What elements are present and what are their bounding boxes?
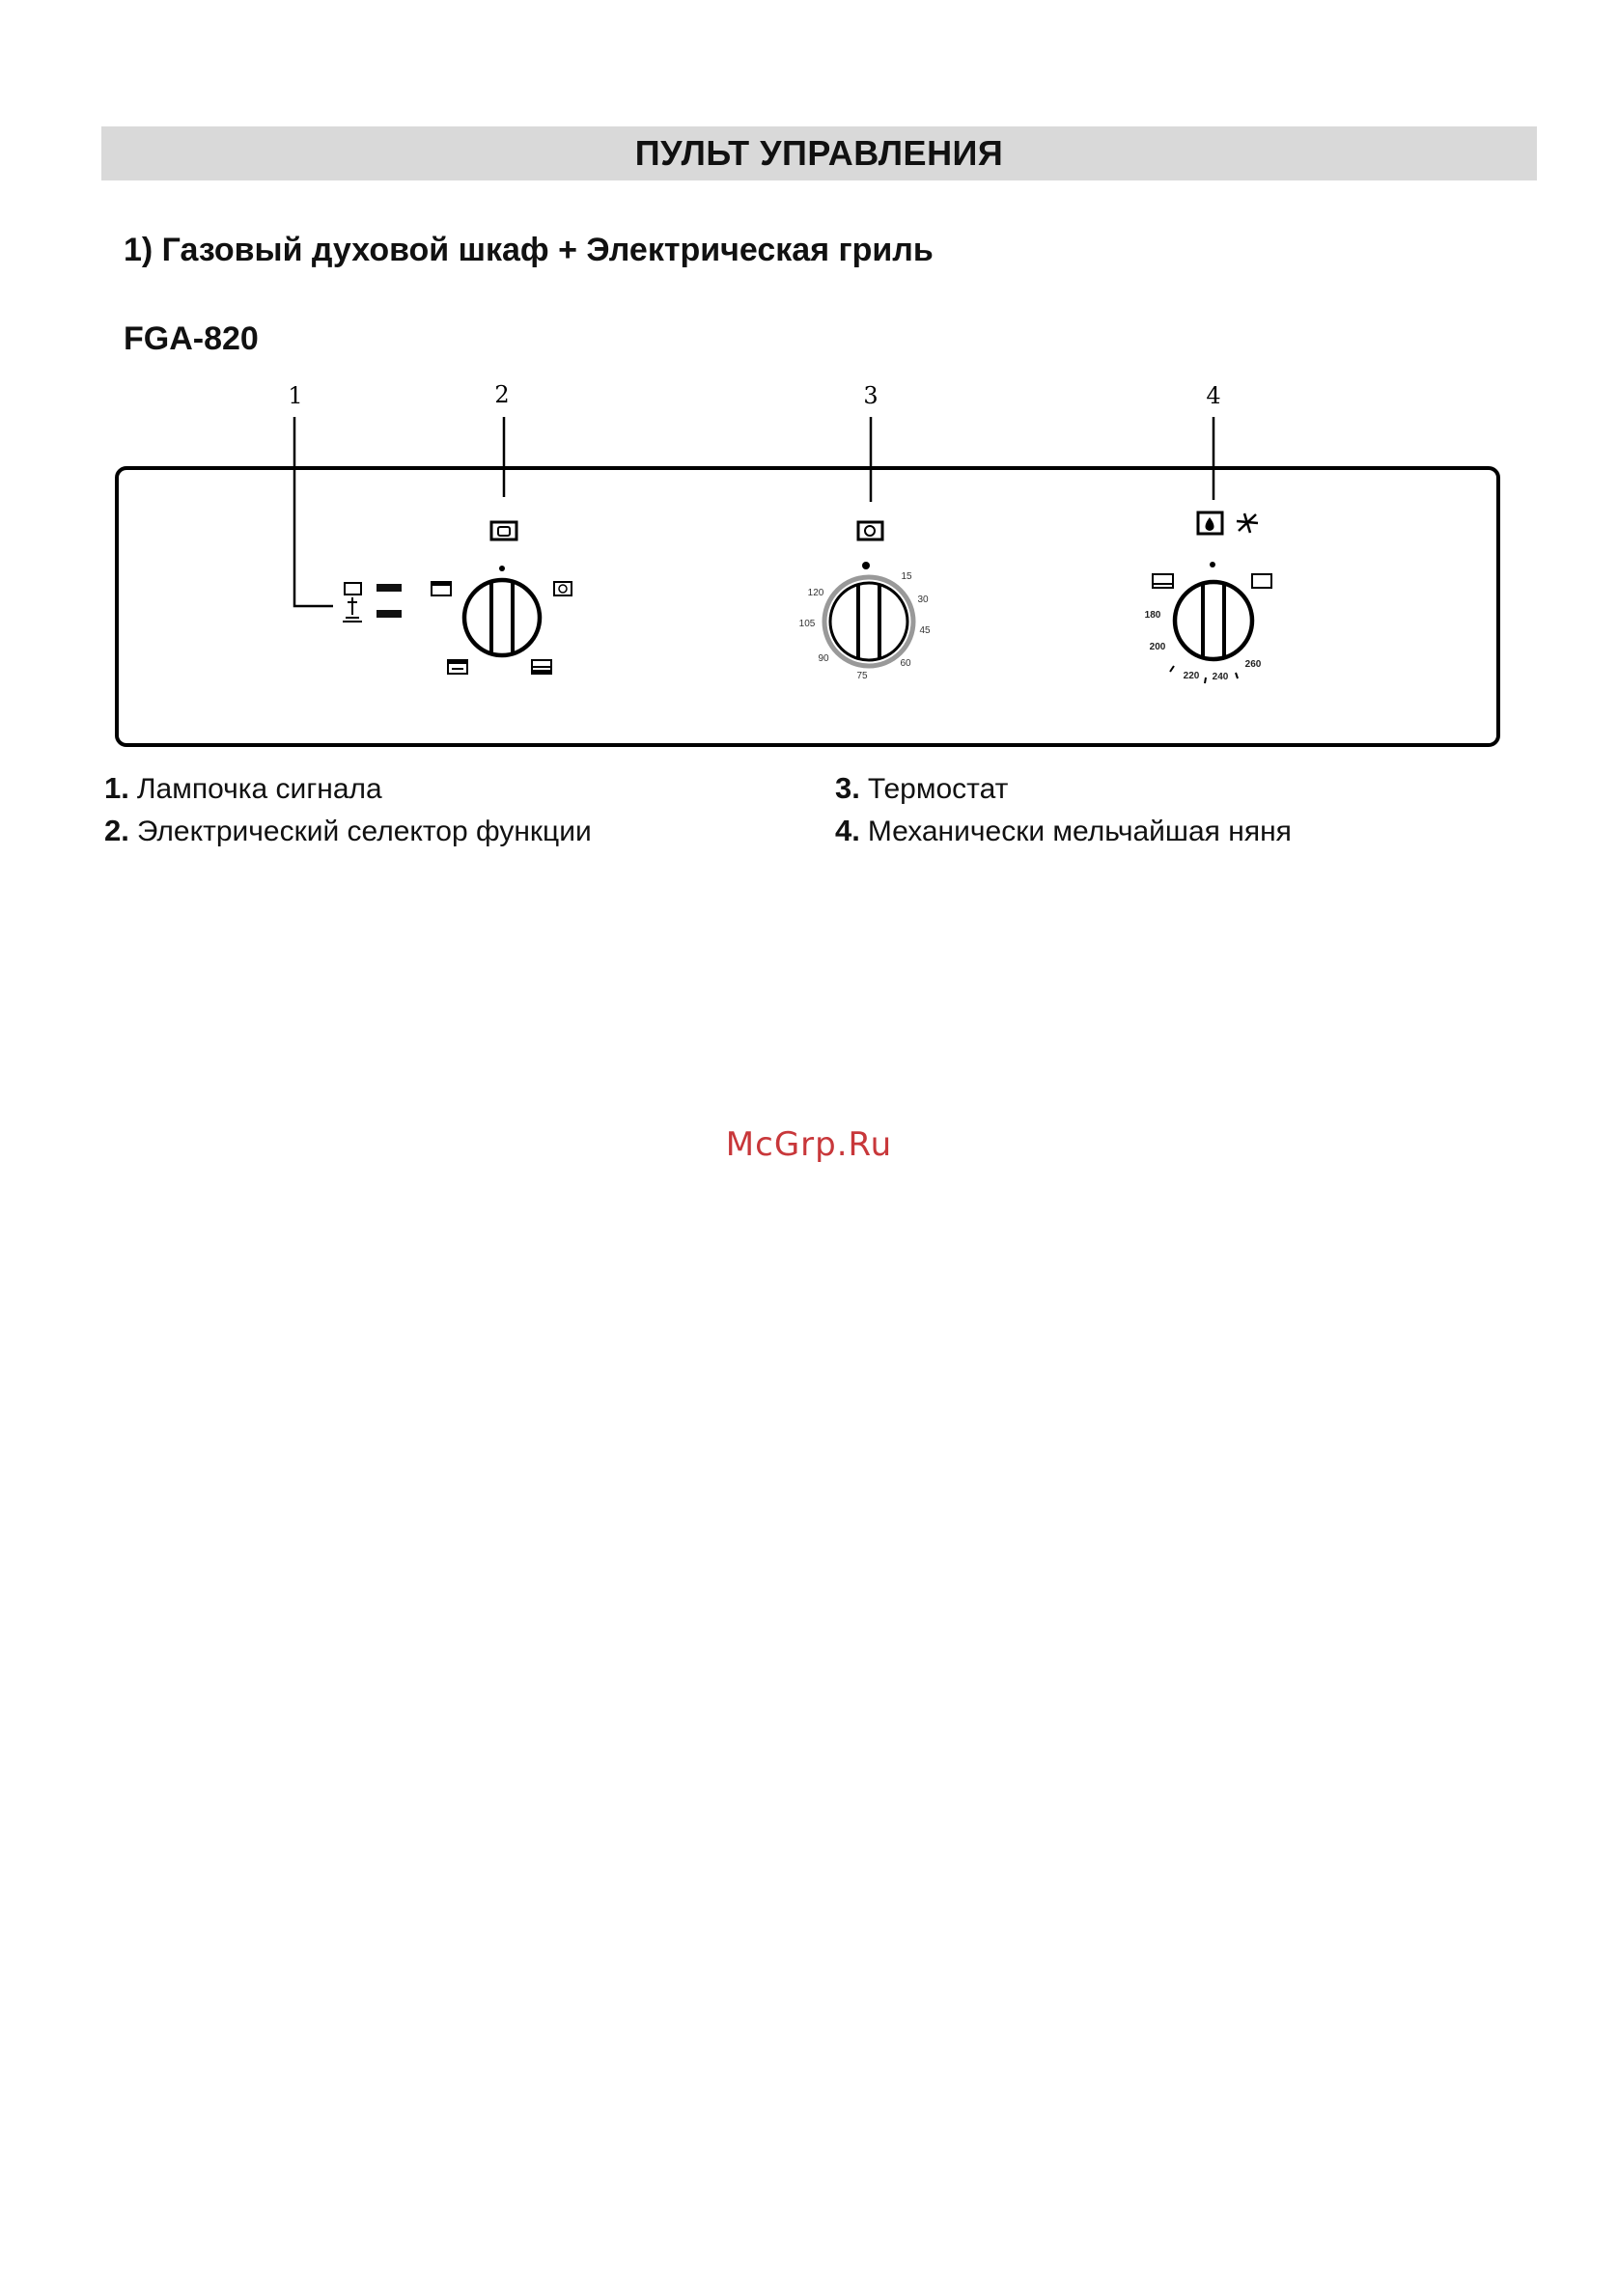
thermostat-tick-45: 45: [919, 625, 931, 636]
legend-text: Термостат: [868, 773, 1009, 805]
grill-knob[interactable]: 180 200 220 240 260: [1145, 512, 1271, 683]
grill-tick-260: 260: [1245, 659, 1262, 670]
legend-item-2: 2. Электрический селектор функции: [104, 814, 592, 848]
thermostat-knob[interactable]: 15 30 45 60 75 90 105 120: [799, 522, 931, 681]
grill-tick-200: 200: [1150, 642, 1166, 652]
timer-icon: [858, 522, 882, 539]
signal-lamp-bottom: [377, 610, 402, 618]
control-panel-diagram: 1 2 3 4: [0, 0, 1618, 772]
fan-icon: [554, 582, 572, 595]
thermostat-tick-60: 60: [900, 658, 911, 669]
legend-text: Лампочка сигнала: [137, 773, 382, 805]
thermostat-tick-105: 105: [799, 619, 816, 629]
legend-text: Механически мельчайшая няня: [868, 816, 1292, 847]
thermostat-tick-120: 120: [808, 588, 824, 598]
thermostat-tick-15: 15: [901, 571, 912, 582]
legend-item-4: 4. Механически мельчайшая няня: [835, 814, 1292, 848]
oven-icon: [1252, 574, 1271, 588]
leader-lines: [294, 417, 1214, 606]
callout-1: 1: [288, 382, 302, 409]
callout-2: 2: [494, 381, 509, 408]
grill-icon: [448, 660, 467, 674]
selector-top-icon: [491, 522, 516, 539]
top-heat-icon: [1153, 574, 1173, 588]
legend-number: 1.: [104, 771, 129, 805]
function-selector-knob[interactable]: [432, 522, 572, 674]
thermostat-tick-30: 30: [917, 595, 929, 605]
grill-tick-220: 220: [1184, 671, 1200, 681]
grill-marker-dot: [1210, 562, 1215, 567]
grill-dial[interactable]: [1175, 582, 1252, 659]
callout-3: 3: [863, 382, 878, 409]
selector-dial[interactable]: [464, 580, 540, 655]
thermostat-tick-90: 90: [818, 653, 829, 664]
signal-lamp-top: [377, 584, 402, 592]
timer-icon-face: [865, 526, 875, 536]
ignition-icon: [1237, 513, 1258, 533]
bottom-heat-icon: [532, 660, 551, 674]
legend-item-3: 3.Термостат: [835, 771, 1008, 806]
callout-4: 4: [1206, 382, 1220, 409]
selector-marker-dot: [499, 566, 505, 571]
legend-text: Электрический селектор функции: [137, 816, 592, 847]
grill-tick-240: 240: [1213, 672, 1229, 682]
legend-number: 4.: [835, 814, 860, 847]
legend-number: 3.: [835, 771, 860, 805]
thermostat-tick-75: 75: [856, 671, 868, 681]
thermostat-dial[interactable]: [830, 583, 907, 660]
oven-light-icon: [345, 583, 361, 595]
legend-number: 2.: [104, 814, 129, 847]
gas-flame-icon: [1206, 517, 1214, 531]
oven-top-element-icon: [432, 582, 451, 595]
temperature-indicator-icon: [343, 597, 362, 622]
thermostat-marker-dot: [862, 562, 870, 569]
legend-item-1: 1.Лампочка сигнала: [104, 771, 382, 806]
watermark: McGrp.Ru: [0, 1125, 1618, 1164]
selector-top-icon-inner: [498, 527, 510, 536]
indicator-lamps: [343, 583, 402, 622]
grill-tick-180: 180: [1145, 610, 1161, 621]
